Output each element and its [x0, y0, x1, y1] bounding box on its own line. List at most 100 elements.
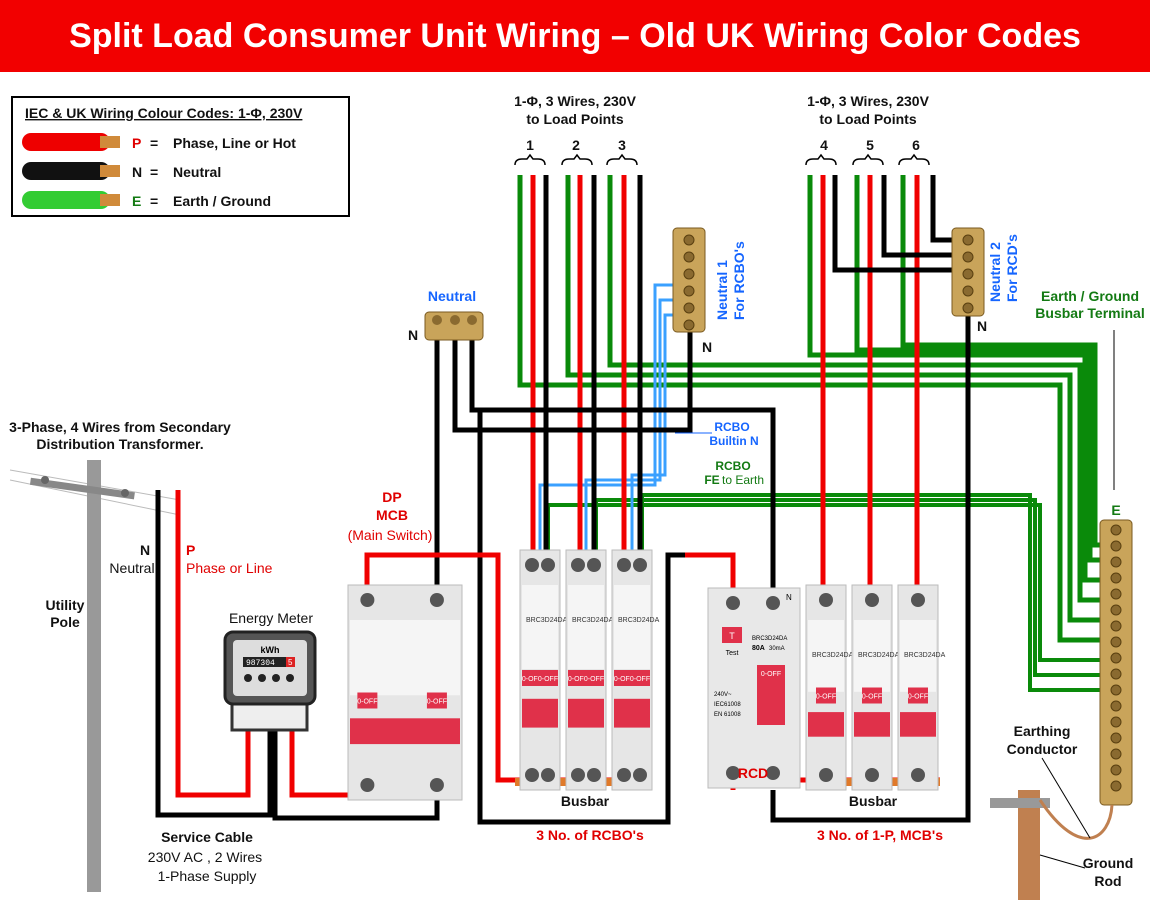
- screw-terminal-icon: [541, 768, 555, 782]
- rcbo-fe-sublabel: FE: [704, 473, 719, 487]
- earthing-label: Earthing: [1014, 723, 1071, 739]
- screw-terminal-icon: [525, 768, 539, 782]
- screw-terminal-icon: [766, 596, 780, 610]
- toggle-switch[interactable]: [614, 670, 634, 686]
- screw-terminal-icon: [587, 768, 601, 782]
- screw-terminal-icon: [541, 558, 555, 572]
- breaker-handle-bar: [568, 698, 604, 728]
- screw-terminal-icon: [865, 768, 879, 782]
- meter-reading: 987304: [246, 659, 275, 668]
- terminal-screw: [1110, 604, 1122, 616]
- load-number: 4: [820, 137, 828, 153]
- legend-wire-earth-icon: [22, 191, 120, 209]
- load-braces: [514, 153, 930, 166]
- neutral1-label: Neutral 1: [714, 260, 730, 320]
- breaker-label-panel: [900, 620, 936, 692]
- terminal-screw: [683, 234, 695, 246]
- load-group-subtitle: to Load Points: [526, 111, 623, 127]
- rcd-toggle[interactable]: [757, 665, 785, 725]
- mcb-count-label: 3 No. of 1-P, MCB's: [817, 827, 943, 843]
- toggle-off-label: 0-OFF: [522, 676, 542, 683]
- page-title: Split Load Consumer Unit Wiring – Old UK…: [0, 0, 1150, 72]
- neutral-n-label: N: [408, 327, 418, 343]
- terminal-screw: [962, 285, 974, 297]
- terminal-screw: [1110, 700, 1122, 712]
- toggle-off-label: 0-OFF: [584, 676, 604, 683]
- toggle-switch[interactable]: [426, 692, 447, 709]
- toggle-off-label: 0-OFF: [568, 676, 588, 683]
- ground-rod-pointer: [1039, 854, 1086, 869]
- screw-terminal-icon: [726, 766, 740, 780]
- earth-bus-label: Earth / Ground: [1041, 288, 1139, 304]
- breaker-handle-bar: [808, 712, 844, 737]
- rcbo-fe-note: to Earth: [722, 473, 764, 487]
- terminal-screw: [1110, 764, 1122, 776]
- rcd-test-button[interactable]: [722, 627, 742, 643]
- dp-mcb-label: DP: [382, 489, 401, 505]
- earth-bus-sublabel: Busbar Terminal: [1035, 305, 1144, 321]
- toggle-switch[interactable]: [568, 670, 588, 686]
- load-number: 1: [526, 137, 534, 153]
- terminal-screw: [1110, 524, 1122, 536]
- load-number: 5: [866, 137, 874, 153]
- neutral1-n-label: N: [702, 339, 712, 355]
- screw-terminal-icon: [865, 593, 879, 607]
- terminal-screw: [683, 285, 695, 297]
- terminal-screw: [683, 251, 695, 263]
- load-number: 6: [912, 137, 920, 153]
- service-n-label: N: [140, 542, 150, 558]
- toggle-switch[interactable]: [816, 687, 836, 704]
- toggle-switch[interactable]: [584, 670, 604, 686]
- terminal-screw: [962, 234, 974, 246]
- breaker-handle-bar: [350, 718, 460, 745]
- terminal-screw: [962, 251, 974, 263]
- earthing-pointer: [1041, 757, 1091, 839]
- busbar-mcb-label: Busbar: [849, 793, 898, 809]
- screw-terminal-icon: [617, 768, 631, 782]
- load-number: 3: [618, 137, 626, 153]
- service-cable-phase: 1-Phase Supply: [158, 868, 257, 884]
- screw-terminal-icon: [819, 768, 833, 782]
- toggle-switch[interactable]: [908, 687, 928, 704]
- screw-terminal-icon: [911, 593, 925, 607]
- wires: [155, 175, 1100, 825]
- terminal-screw: [683, 268, 695, 280]
- legend-label: Neutral: [173, 164, 221, 180]
- breaker-model: BRC3D24DA: [904, 652, 946, 659]
- screw-terminal-icon: [911, 768, 925, 782]
- terminal-screw: [962, 302, 974, 314]
- legend-letter: E: [132, 193, 141, 209]
- neutral-bar-1: [672, 227, 706, 333]
- legend-eq: =: [150, 193, 158, 209]
- terminal-screw: [1110, 732, 1122, 744]
- terminal-screw: [1110, 540, 1122, 552]
- meter-last-digit: 5: [288, 658, 293, 667]
- supply-label: 3-Phase, 4 Wires from Secondary: [9, 419, 231, 435]
- rcd-model: BRC3D24DA: [752, 636, 787, 642]
- toggle-switch[interactable]: [538, 670, 558, 686]
- terminal-screw: [962, 268, 974, 280]
- terminal-screw: [1110, 636, 1122, 648]
- toggle-switch[interactable]: [522, 670, 542, 686]
- legend-letter: P: [132, 135, 141, 151]
- breaker-label-panel: [522, 585, 558, 669]
- toggle-switch[interactable]: [630, 670, 650, 686]
- toggle-off-label: 0-OFF: [816, 694, 836, 701]
- legend-wire-neutral-icon: [22, 162, 120, 180]
- screw-terminal-icon: [360, 778, 375, 792]
- toggle-off-label: 0-OFF: [630, 676, 650, 683]
- rcd-voltage: 240V~: [714, 692, 732, 698]
- toggle-switch[interactable]: [862, 687, 882, 704]
- service-neutral-label: Neutral: [109, 560, 154, 576]
- screw-terminal-icon: [571, 768, 585, 782]
- toggle-switch[interactable]: [357, 692, 378, 709]
- screw-terminal-icon: [633, 768, 647, 782]
